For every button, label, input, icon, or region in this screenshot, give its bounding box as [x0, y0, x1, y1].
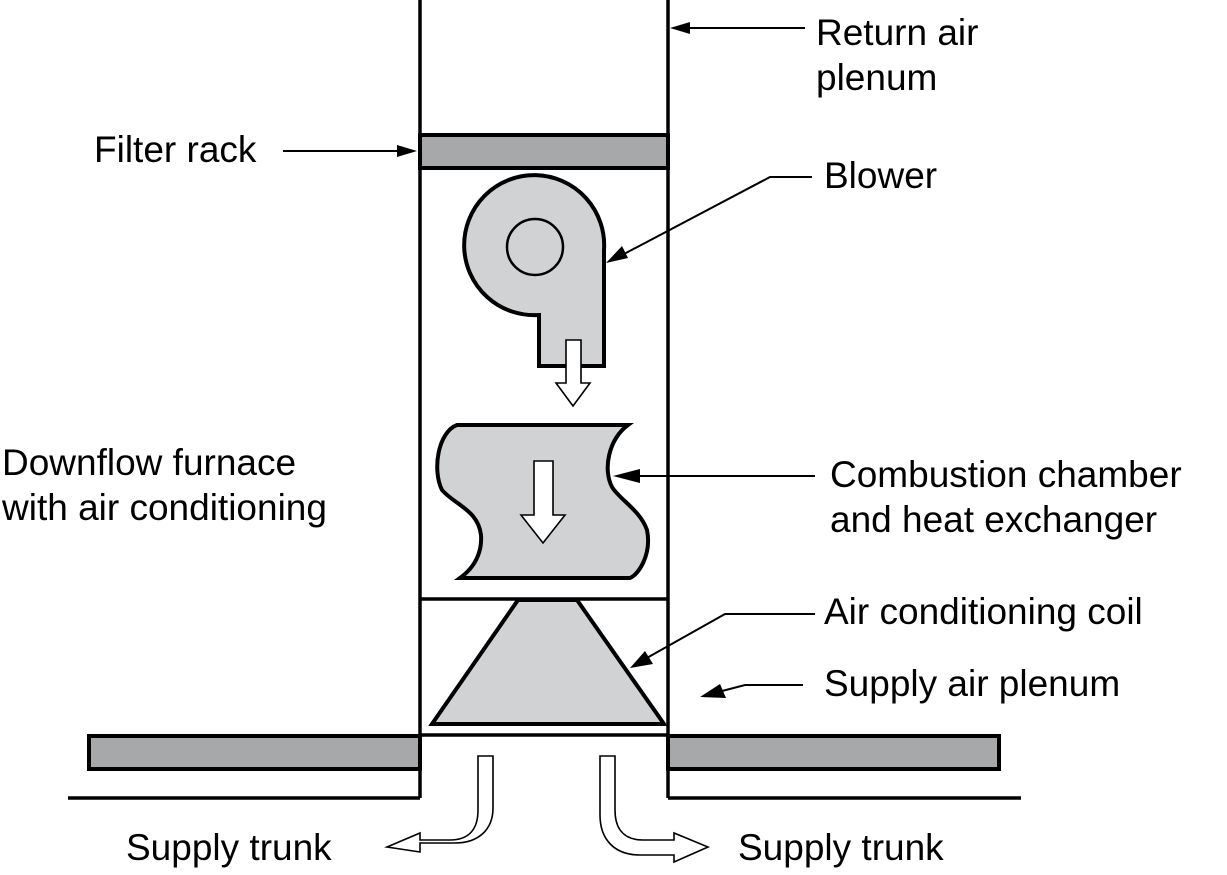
supply-trunk-right-duct: [666, 734, 1001, 771]
arrowhead-icon: [397, 145, 417, 157]
blower: [462, 173, 607, 368]
arrowhead-icon: [613, 469, 640, 483]
leader-ac-coil: [644, 613, 815, 660]
arrowhead-icon: [630, 651, 653, 668]
label-furnace-title-2: with air conditioning: [1, 487, 327, 528]
airflow-arrow-down-icon: [554, 339, 592, 408]
supply-arrow-right-icon: [599, 755, 711, 864]
supply-trunk-left-duct: [87, 734, 422, 771]
filter-rack: [418, 133, 670, 170]
supply-arrow-left-icon: [384, 755, 494, 853]
label-supply-trunk-left: Supply trunk: [126, 827, 332, 868]
label-furnace-title: Downflow furnace: [2, 442, 296, 483]
ac-coil: [428, 598, 668, 726]
arrowhead-icon: [606, 246, 628, 263]
label-combustion-2: and heat exchanger: [830, 499, 1157, 540]
arrowhead-icon: [700, 684, 726, 698]
arrowhead-icon: [670, 22, 690, 34]
label-combustion: Combustion chamber: [830, 454, 1182, 495]
label-supply-plenum: Supply air plenum: [824, 663, 1120, 704]
label-blower: Blower: [824, 155, 937, 196]
label-supply-trunk-right: Supply trunk: [738, 827, 944, 868]
label-filter-rack: Filter rack: [94, 129, 257, 170]
label-return-air: Return air: [816, 12, 978, 53]
airflow-arrow-down-icon: [519, 460, 567, 545]
label-ac-coil: Air conditioning coil: [824, 591, 1143, 632]
leader-supply-plenum: [721, 684, 803, 692]
blower-wheel: [505, 217, 565, 277]
leader-blower: [623, 176, 812, 255]
label-return-air-2: plenum: [816, 57, 937, 98]
